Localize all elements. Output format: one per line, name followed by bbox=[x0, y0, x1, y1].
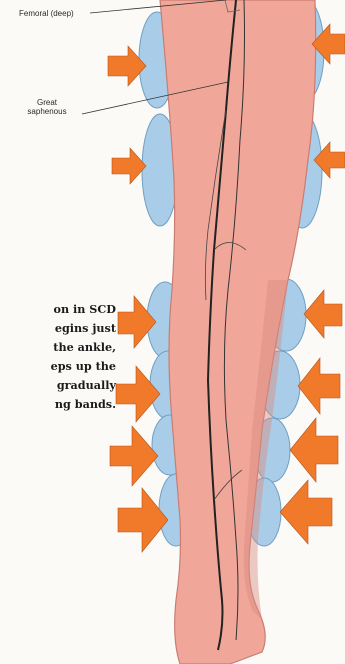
saphenous-label-line1: Great bbox=[16, 98, 78, 107]
compression-arrow-icon bbox=[280, 480, 332, 544]
saphenous-label-line2: saphenous bbox=[16, 107, 78, 116]
saphenous-label: Great saphenous bbox=[16, 98, 78, 116]
compression-arrow-icon bbox=[304, 290, 342, 338]
compression-arrow-icon bbox=[298, 358, 340, 414]
femoral-label: Femoral (deep) bbox=[19, 9, 74, 18]
caption-text: on in SCD egins just the ankle, eps up t… bbox=[0, 300, 116, 414]
compression-arrow-icon bbox=[110, 426, 158, 486]
compression-arrow-icon bbox=[112, 148, 146, 184]
compression-arrow-icon bbox=[290, 418, 338, 482]
